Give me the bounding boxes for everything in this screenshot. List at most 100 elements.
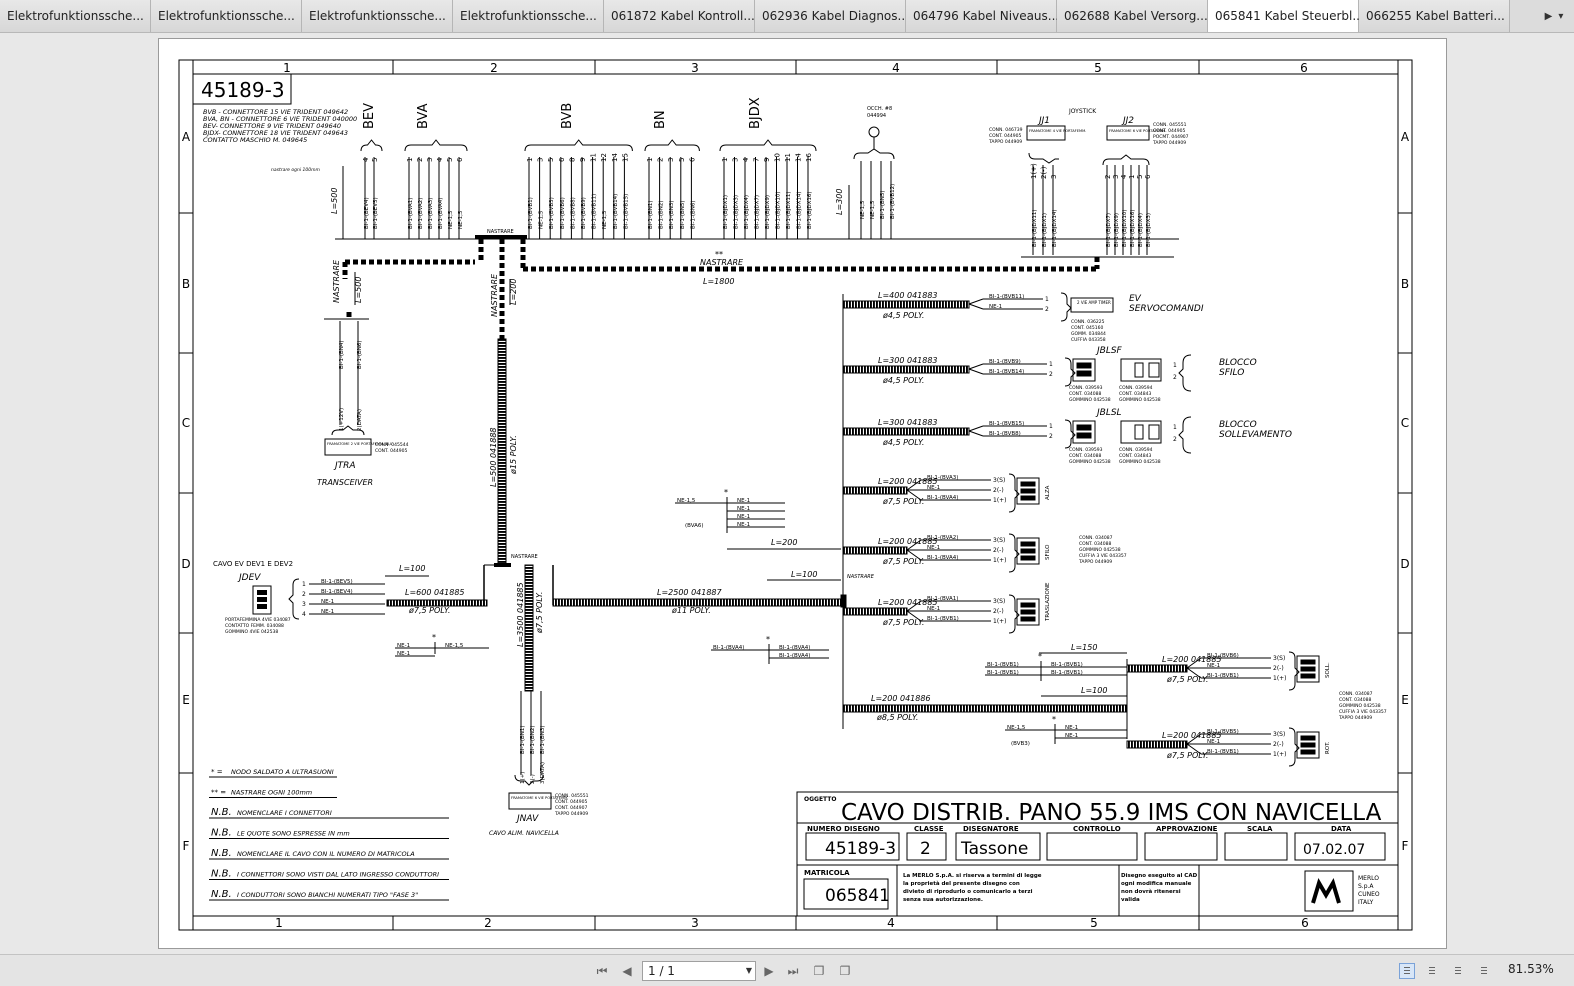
document-tab[interactable]: 062936 Kabel Diagnos... <box>755 0 909 32</box>
wire-label: BI-1-(BN5) <box>680 200 686 229</box>
jnav-code: TAPPO 044909 <box>554 811 588 817</box>
row-dividers <box>179 212 1412 774</box>
company-text: ITALY <box>1358 899 1374 906</box>
connector-bvb: BVB1BI-1-(BVB1)3NE-1,55BI-1-(BVB5)6BI-1-… <box>524 103 633 239</box>
note-key: * = <box>211 768 223 776</box>
length-label: L=300 041883 <box>878 356 938 365</box>
data-value: 07.02.07 <box>1303 842 1365 858</box>
first-page-icon[interactable]: ⏮ <box>596 964 608 978</box>
sensor-code: CUFFIA 3 VIE 043357 <box>1339 709 1387 715</box>
ev-code: CONT. 045160 <box>1071 325 1103 331</box>
wire-label: BI-1-(BJDX7) <box>755 195 761 229</box>
wire-label: BI-1-(BVB1) <box>1207 673 1239 679</box>
single-page-view-icon[interactable] <box>1399 963 1415 979</box>
wire-label: BI-1-(BVA4) <box>713 645 744 651</box>
col-label-bottom: 1 <box>275 916 283 930</box>
connector-socket-icon <box>1120 420 1162 444</box>
tab-list-icon[interactable]: ▾ <box>1558 10 1564 22</box>
jtra-code: CONN. 045544 <box>375 442 409 448</box>
document-tab[interactable]: Elektrofunktionssche... <box>453 0 604 32</box>
zoom-level[interactable]: 81.53% <box>1508 962 1554 976</box>
company-text: MERLO <box>1358 875 1379 882</box>
wire <box>1186 743 1202 755</box>
row-label-left: D <box>181 557 190 571</box>
document-tab[interactable]: Elektrofunktionssche... <box>0 0 151 32</box>
sensor-pin <box>1020 609 1036 615</box>
duplicate-icon[interactable]: ❐ <box>839 964 851 978</box>
note-key: N.B. <box>211 869 232 880</box>
connector-bjdx: BJDX1BI-1-(BJDX1)3BI-1-(BJDX3)4BI-1-(BJD… <box>719 97 817 239</box>
document-tab[interactable]: Elektrofunktionssche... <box>302 0 453 32</box>
note-text: I CONDUTTORI SONO BIANCHI NUMERATI TIPO … <box>237 891 418 899</box>
document-tab[interactable]: Elektrofunktionssche... <box>151 0 302 32</box>
jdev-note: PORTAFEMMINA 4VIE 034087 <box>225 617 291 623</box>
copy-icon[interactable]: ❐ <box>813 964 825 978</box>
page-number-input[interactable]: 1 / 1 ▼ <box>642 961 756 981</box>
pin-number: 3 <box>426 158 434 162</box>
jdev-note: GOMMINO 4VIE 042538 <box>225 629 278 635</box>
legal-text: La MERLO S.p.A. si riserva a termini di … <box>903 873 1042 879</box>
wire <box>968 430 984 437</box>
wire-label: BI-1-(BVB1) <box>528 197 534 229</box>
pin-number: 1(+) <box>1030 163 1038 179</box>
document-tab[interactable]: 062688 Kabel Versorg... <box>1057 0 1208 32</box>
sheathed-cable <box>842 486 908 495</box>
length-label: L=200 041885 <box>1162 655 1222 664</box>
wire-label: BI-1-(BN6) <box>690 200 696 229</box>
tab-scroll-right-icon[interactable]: ▶ <box>1544 10 1553 22</box>
wire-label: NE-1 <box>321 609 334 615</box>
pdf-page: 1 2 3 4 5 6 1 2 3 4 5 6 A B C D E F A B <box>158 38 1447 949</box>
wire-label: BI-1-(BVB1) <box>987 670 1019 676</box>
col-label-top: 4 <box>892 61 900 75</box>
sensor-body <box>1296 655 1320 683</box>
sensor-pin <box>1300 749 1316 755</box>
last-page-icon[interactable]: ⏭ <box>787 964 799 978</box>
legal-text: divieto di riprodurlo o comunicarlo a te… <box>903 889 1033 895</box>
connector-brace <box>1064 357 1076 387</box>
wire-label: NE-1 <box>397 651 410 657</box>
pin-number: 2(-) <box>530 774 536 784</box>
note-line: * =NODO SALDATO A ULTRASUONI <box>209 768 337 778</box>
document-tab-active[interactable]: 065841 Kabel Steuerbl... <box>1208 0 1364 32</box>
wire-label: BI-1-(BJDX14) <box>797 191 803 229</box>
document-tab[interactable]: 064796 Kabel Niveaus... <box>906 0 1059 32</box>
plug-body <box>1072 358 1096 382</box>
chevron-down-icon[interactable]: ▼ <box>745 966 752 975</box>
eye-label: OCCH. #8 <box>867 106 892 112</box>
continuous-facing-view-icon[interactable] <box>1476 963 1492 979</box>
wire-label: BI-1-(BJDX1) <box>1042 213 1048 247</box>
jj2-connector-box <box>1106 125 1150 141</box>
wire-label: NE-1 <box>321 599 334 605</box>
wire-label: NE-1 <box>927 485 940 491</box>
drawing-title: CAVO DISTRIB. PANO 55.9 IMS CON NAVICELL… <box>841 800 1382 826</box>
document-viewer[interactable]: 1 2 3 4 5 6 1 2 3 4 5 6 A B C D E F A B <box>0 33 1574 954</box>
continuous-view-icon[interactable] <box>1424 963 1440 979</box>
sheathed-cable <box>842 427 970 436</box>
document-tab[interactable]: 061872 Kabel Kontroll... <box>604 0 755 32</box>
wire-label: BI-1-(BJDX3) <box>734 195 740 229</box>
document-tab[interactable]: 066255 Kabel Batteri... <box>1359 0 1510 32</box>
wire <box>906 600 922 612</box>
jj2-code: CONT. 044905 <box>1153 128 1185 134</box>
svg-text:FRAMATOME 4 VIE PORTAFEMM.: FRAMATOME 4 VIE PORTAFEMM. <box>1029 129 1086 133</box>
wire-label: BI-1-(BVB14) <box>989 369 1024 375</box>
length-label: L=200 041886 <box>871 694 931 703</box>
wire-label: BI-1-(BVB14) <box>613 194 619 229</box>
legal-text: la proprietà del presente disegno con <box>903 880 1020 887</box>
sensor-pin <box>1020 548 1036 554</box>
wire-label: NE-1,5 <box>677 498 696 504</box>
next-page-icon[interactable]: ▶ <box>764 964 774 978</box>
pin-number: 2 <box>1173 436 1177 443</box>
sheathed-cable <box>386 599 488 607</box>
legend-line: BVB - CONNETTORE 15 VIE TRIDENT 049642 <box>203 108 348 116</box>
facing-view-icon[interactable] <box>1450 963 1466 979</box>
length-label: L=200 041885 <box>878 598 938 607</box>
note-line: ** =NASTRARE OGNI 100mm <box>209 789 337 798</box>
wire-label: BI-1-(BN3) <box>669 200 675 229</box>
connector-brace <box>288 578 300 620</box>
pin-number: 6 <box>688 157 696 162</box>
pin-number: 6 <box>456 157 464 162</box>
prev-page-icon[interactable]: ◀ <box>622 964 632 978</box>
pin-number: 1(+) <box>993 497 1007 504</box>
